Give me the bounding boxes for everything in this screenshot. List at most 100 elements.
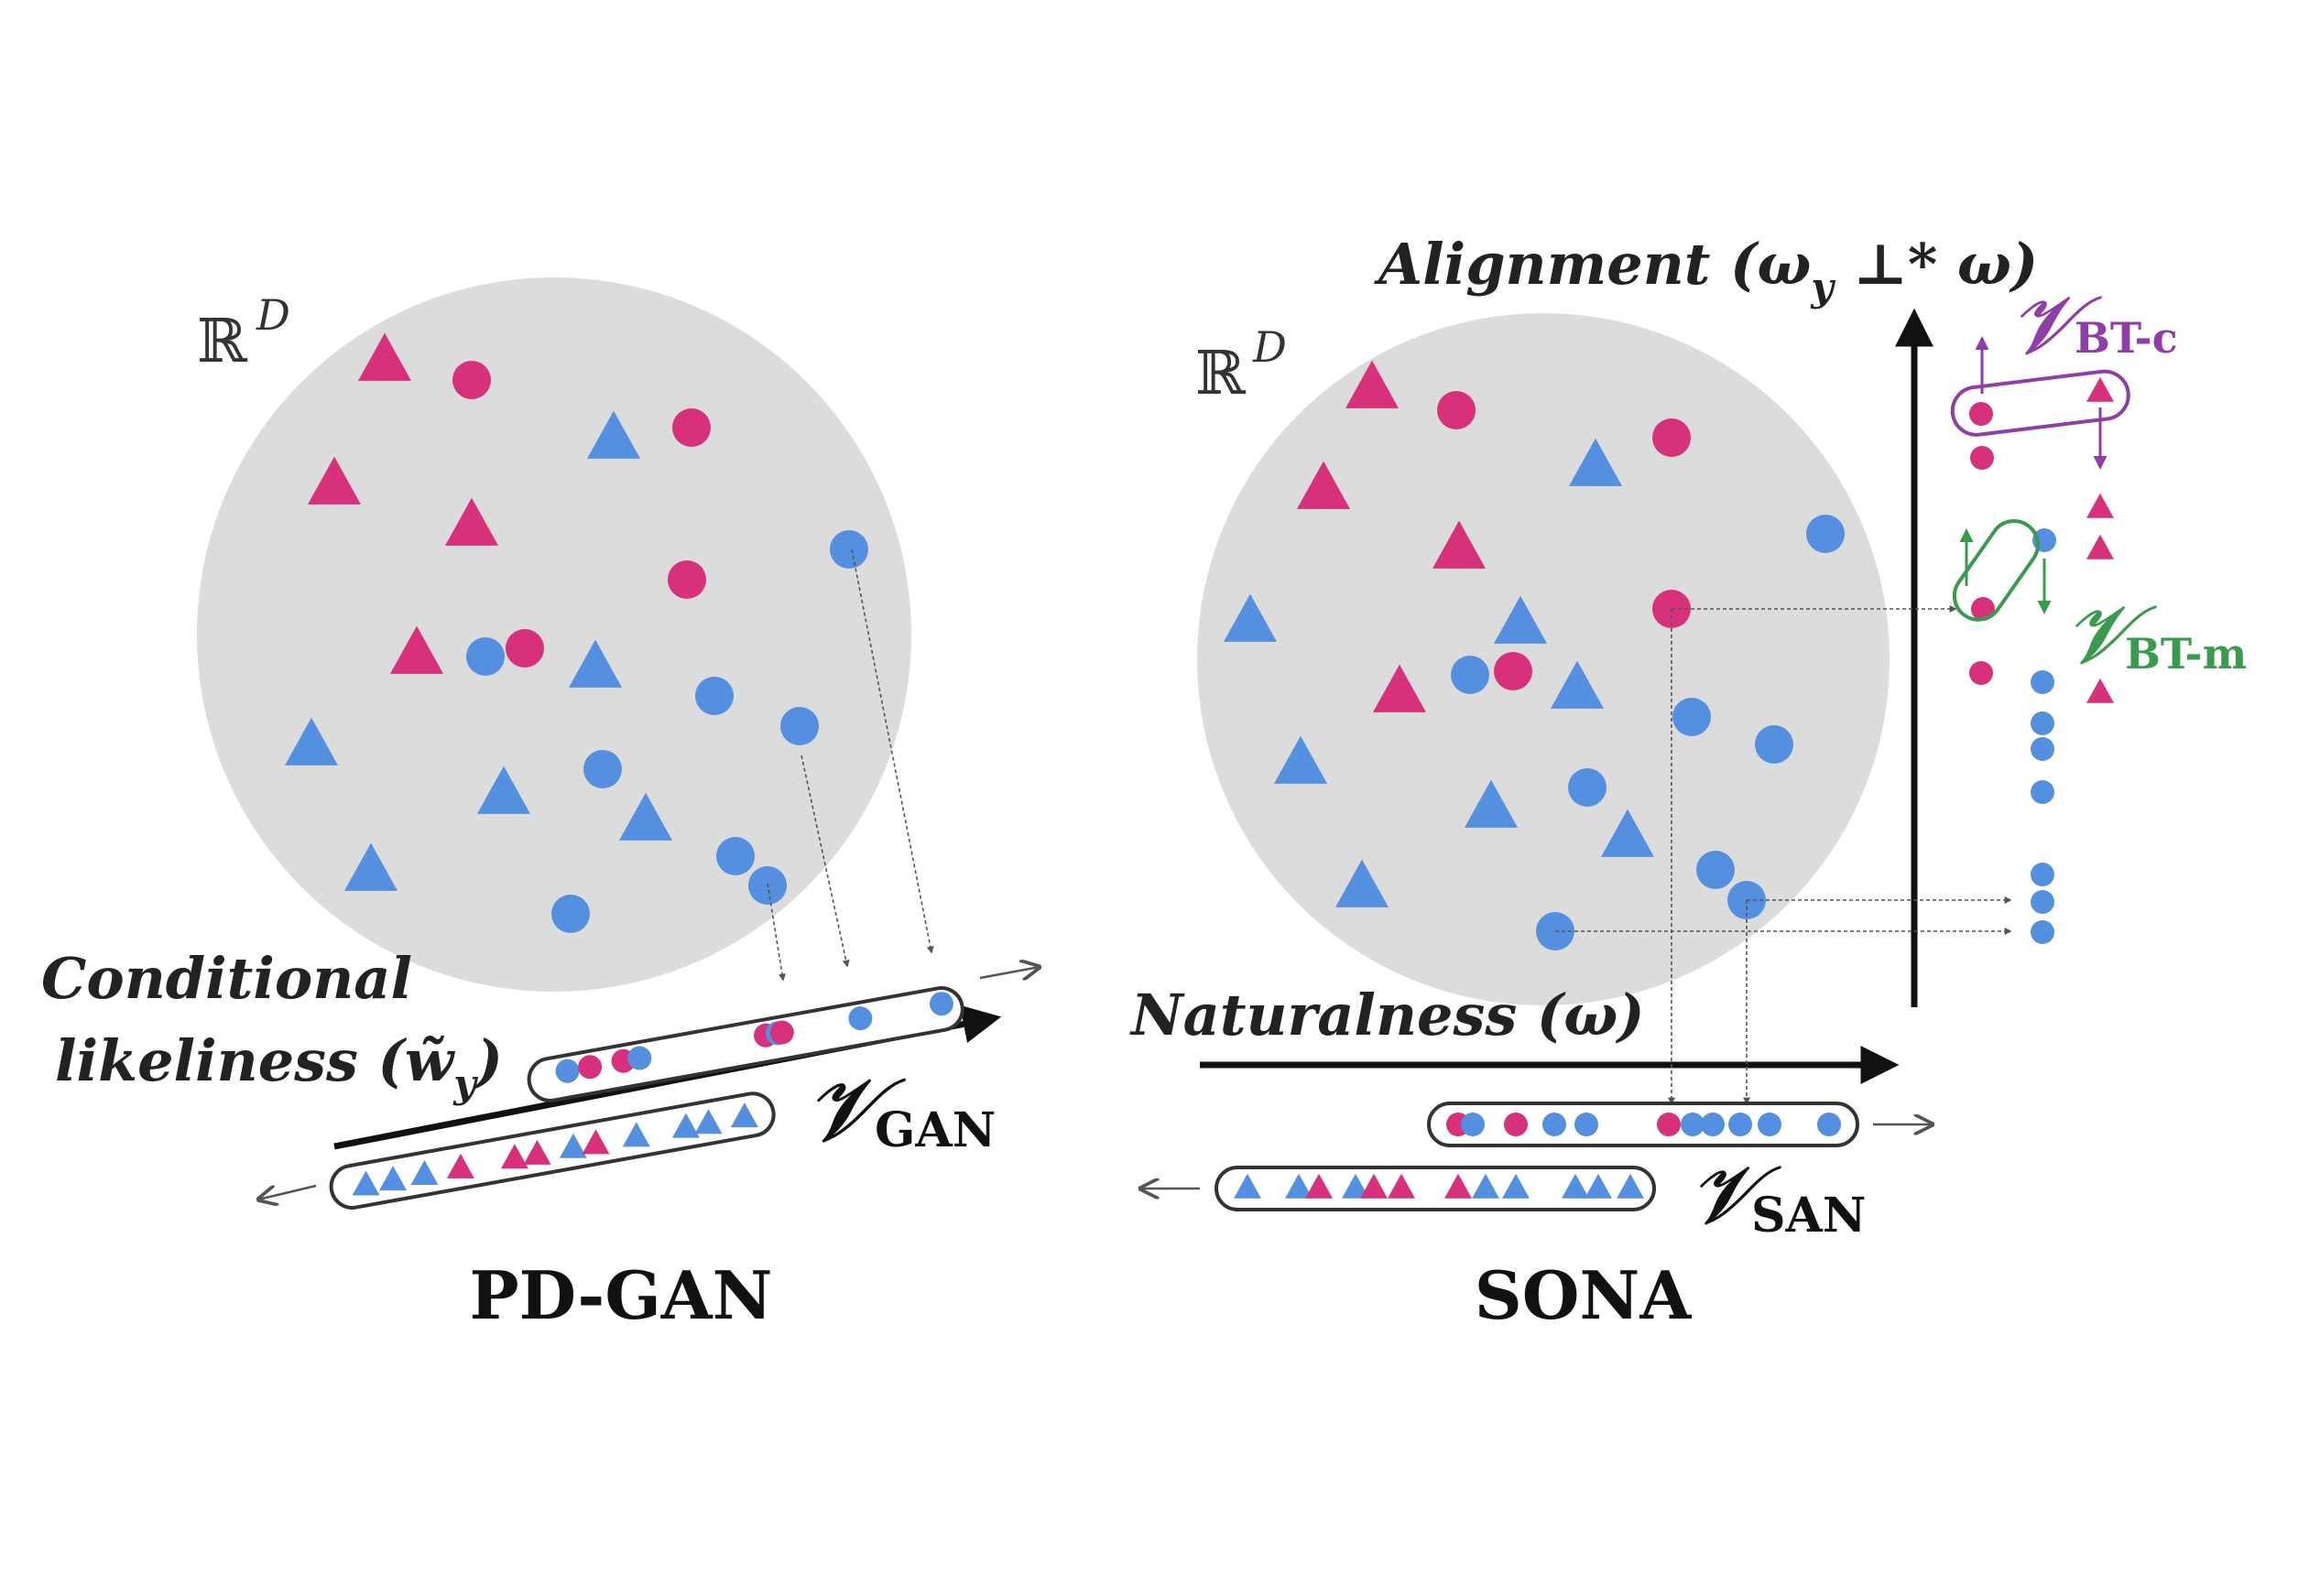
left-latent-disk — [197, 277, 911, 992]
circle-marker — [1755, 725, 1793, 764]
right-projection-lines — [1555, 605, 2012, 1105]
circle-marker — [555, 1059, 580, 1083]
triangle-marker — [1465, 779, 1518, 828]
triangle-marker — [1373, 664, 1426, 712]
left-circle-out-arrow — [979, 967, 1040, 978]
triangle-marker — [1335, 859, 1389, 907]
circle-marker — [2031, 863, 2054, 886]
triangle-marker — [1388, 1173, 1415, 1199]
left-projection-lines — [767, 548, 934, 982]
circle-marker — [1574, 1113, 1598, 1136]
left-v-sub: GAN — [875, 1102, 996, 1158]
circle-marker — [627, 1046, 652, 1070]
triangle-marker — [1562, 1173, 1589, 1199]
left-space-sup: D — [256, 290, 290, 340]
v-san-sub: SAN — [1751, 1188, 1866, 1243]
left-caption: PD-GAN — [470, 1256, 773, 1334]
circle-marker — [1817, 1113, 1841, 1136]
triangle-marker — [1274, 735, 1327, 784]
left-triangle-capsule — [329, 1091, 776, 1210]
circle-marker — [1542, 1113, 1566, 1136]
circle-marker — [1652, 418, 1691, 457]
circle-marker — [1657, 1113, 1681, 1136]
triangle-marker — [1360, 1173, 1388, 1199]
circle-marker — [551, 895, 590, 933]
triangle-marker — [1297, 461, 1350, 509]
triangle-marker — [446, 1153, 474, 1178]
circle-marker — [830, 530, 868, 569]
left-space-symbol: ℝ — [197, 306, 248, 376]
circle-marker — [2031, 737, 2054, 761]
circle-marker — [1672, 698, 1711, 736]
alignment-label: Alignment (ωy ⊥* ω) — [1374, 231, 2038, 309]
triangle-marker — [352, 1170, 380, 1196]
triangle-marker — [1585, 1173, 1612, 1199]
circle-marker — [2031, 780, 2054, 804]
circle-marker — [716, 837, 755, 875]
triangle-marker — [1432, 520, 1486, 569]
triangle-marker — [477, 765, 530, 814]
circle-marker — [452, 361, 491, 399]
right-space-symbol: ℝ — [1195, 338, 1247, 408]
circle-marker — [695, 677, 734, 715]
left-axis-label-line2: likeliness (w̃y) — [55, 1027, 503, 1106]
right-space-sup: D — [1252, 322, 1287, 372]
triangle-marker — [2086, 493, 2114, 518]
circle-marker — [769, 1020, 794, 1045]
circle-marker — [466, 637, 505, 676]
triangle-marker — [285, 717, 338, 765]
left-capsule-triangles — [352, 1102, 758, 1196]
naturalness-label: Naturalness (ω) — [1129, 982, 1645, 1048]
circle-marker — [780, 707, 819, 745]
triangle-marker — [1472, 1173, 1499, 1199]
circle-marker — [672, 408, 711, 447]
triangle-marker — [559, 1133, 587, 1158]
right-latent-disk — [1197, 313, 1890, 1005]
triangle-marker — [358, 332, 411, 381]
triangle-marker — [730, 1102, 758, 1128]
circle-marker — [2031, 920, 2054, 944]
left-circle-capsule — [527, 986, 964, 1102]
right-panel: ℝ D 𝓥 BT-c 𝓥 BT-m — [1129, 231, 2247, 1334]
triangle-marker — [390, 625, 443, 674]
triangle-marker — [2086, 678, 2114, 703]
circle-marker — [506, 629, 544, 668]
triangle-marker — [410, 1159, 439, 1185]
san-circle-capsule — [1427, 1102, 1859, 1147]
circle-marker — [1728, 1113, 1752, 1136]
circle-marker — [1437, 391, 1476, 429]
triangle-marker — [379, 1166, 408, 1191]
circle-marker — [848, 1006, 873, 1031]
circle-marker — [668, 560, 706, 599]
circle-marker — [1696, 851, 1735, 889]
circle-marker — [1969, 661, 1993, 685]
circle-marker — [1504, 1113, 1528, 1136]
circle-marker — [1806, 515, 1845, 553]
left-triangle-out-arrow — [258, 1184, 317, 1200]
triangle-marker — [1224, 593, 1277, 642]
circle-marker — [1494, 652, 1532, 690]
circle-marker — [1701, 1113, 1725, 1136]
triangle-marker — [2086, 376, 2114, 402]
left-panel: ℝ D Conditional likeliness (w̃y) 𝓥 — [41, 277, 1040, 1334]
triangle-marker — [500, 1144, 528, 1169]
triangle-marker — [1345, 360, 1399, 408]
triangle-marker — [1601, 809, 1654, 857]
circle-marker — [929, 992, 953, 1016]
triangle-marker — [622, 1122, 650, 1147]
triangle-marker — [308, 456, 361, 505]
circle-marker — [1970, 446, 1994, 470]
right-caption: SONA — [1475, 1256, 1693, 1334]
triangle-marker — [344, 842, 398, 891]
bt-c-capsule — [1950, 369, 2130, 437]
triangle-marker — [1494, 595, 1547, 644]
right-markers — [1224, 360, 1845, 950]
circle-marker — [2031, 890, 2054, 914]
san-capsule-circles — [1446, 1113, 1841, 1136]
triangle-marker — [1234, 1173, 1261, 1199]
triangle-marker — [1502, 1173, 1530, 1199]
alignment-column-markers — [1969, 376, 2114, 944]
circle-marker — [1681, 1113, 1705, 1136]
triangle-marker — [1569, 438, 1622, 486]
triangle-marker — [1444, 1173, 1472, 1199]
